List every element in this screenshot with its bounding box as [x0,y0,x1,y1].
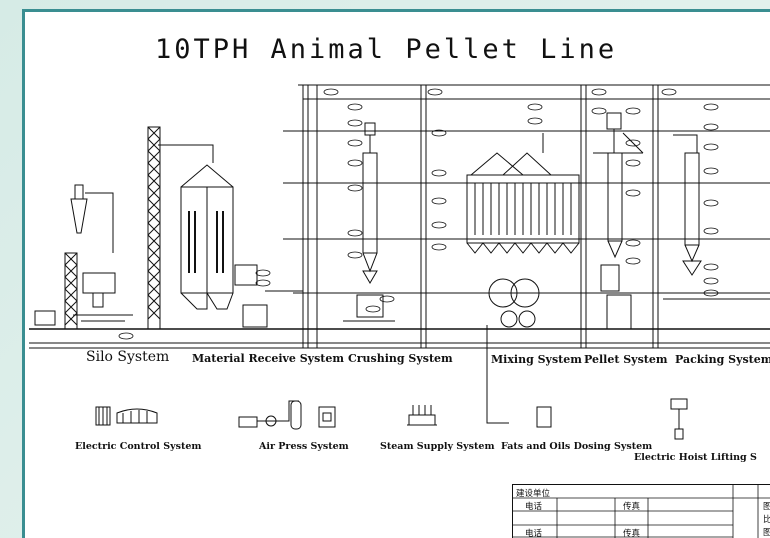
label-electric-control-system: Electric Control System [75,441,202,452]
title-block-grid [513,485,770,538]
title-block: 建设单位 电话 传真 电话 传真 图 比 图 [512,484,770,538]
label-packing-system: Packing System [675,353,770,366]
title-block-tag-2: 比 [763,513,770,525]
silo-equipment [34,126,214,330]
title-block-phone-2: 电话 [525,529,543,538]
label-fats-oils-dosing-system: Fats and Oils Dosing System [501,441,653,452]
drawing-sheet: 10TPH Animal Pellet Line Silo System Mat… [22,9,770,538]
label-pellet-system: Pellet System [584,353,668,366]
label-electric-hoist-lifting: Electric Hoist Lifting S [634,452,757,463]
label-mixing-system: Mixing System [491,353,582,366]
title-block-tag-1: 图 [763,500,770,512]
pellet-equipment [593,112,644,330]
item-bubbles [118,88,719,340]
packing-equipment [663,134,770,300]
mixing-equipment [466,133,580,428]
hoist-icon [670,398,688,440]
electric-control-icon [95,406,158,426]
material-receive-equipment [180,164,303,328]
title-block-fax-2: 传真 [623,529,641,538]
label-steam-supply-system: Steam Supply System [380,441,495,452]
label-crushing-system: Crushing System [348,352,453,365]
steam-supply-icon [407,405,437,426]
page-title: 10TPH Animal Pellet Line [155,34,618,65]
title-block-fax: 传真 [623,502,641,512]
label-material-receive-system: Material Receive System [192,352,344,365]
title-block-tag-3: 图 [763,526,770,538]
crushing-equipment [343,122,395,322]
title-block-builder: 建设单位 [516,489,551,499]
process-diagram-drawing [29,84,770,440]
title-block-phone: 电话 [525,502,543,512]
air-press-icon [238,400,336,430]
label-air-press-system: Air Press System [259,441,349,452]
label-silo-system: Silo System [86,349,170,365]
